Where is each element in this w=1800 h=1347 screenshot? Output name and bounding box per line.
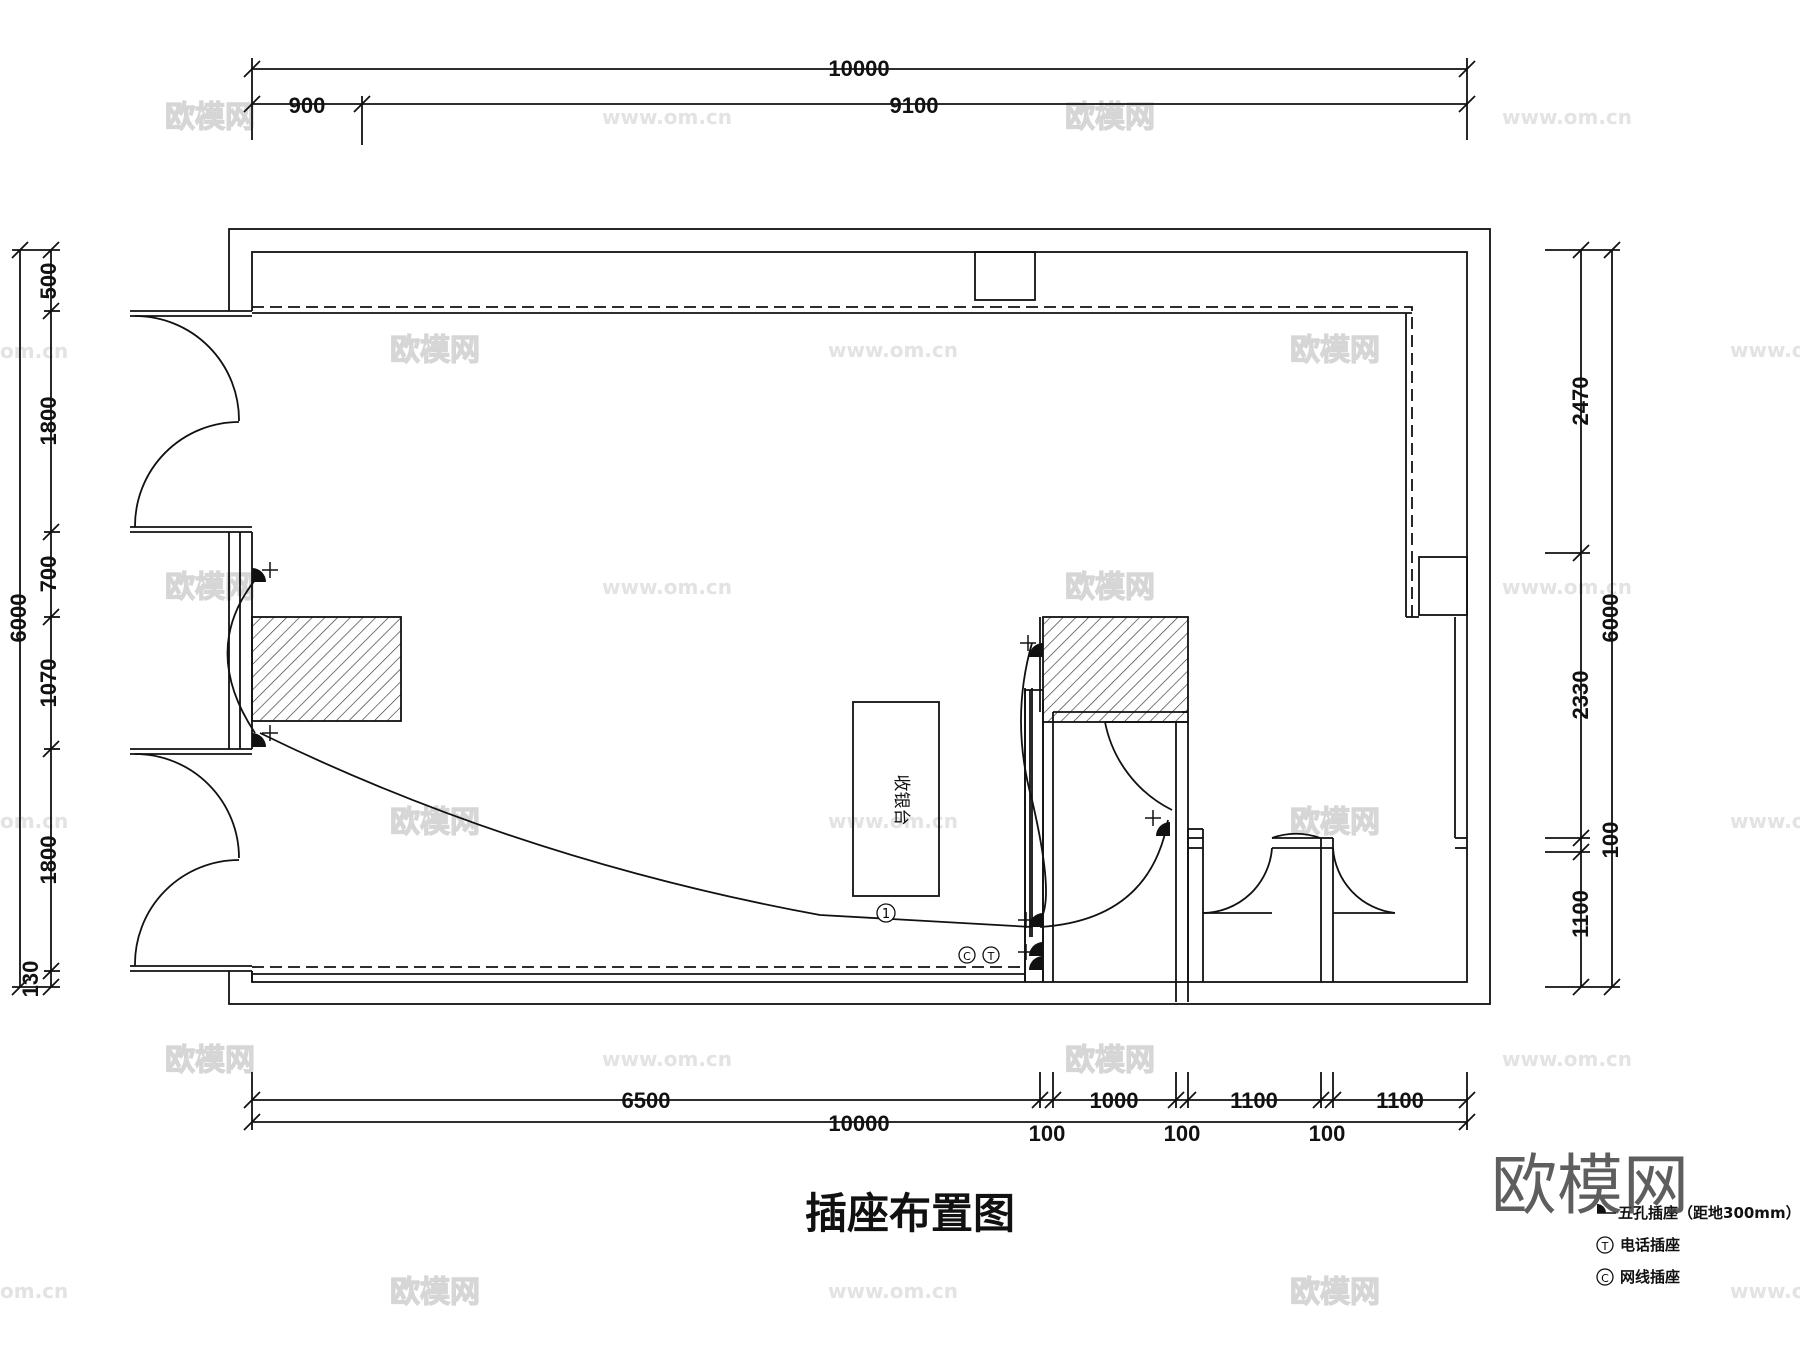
legend-label: 电话插座	[1620, 1236, 1680, 1254]
legend: 五孔插座（距地300mm） T 电话插座 C 网线插座	[1596, 1204, 1800, 1286]
socket-arc-right	[1039, 819, 1169, 928]
watermark-url: www.om.cn	[1502, 105, 1632, 129]
watermark-url: www.om.cn	[602, 1047, 732, 1071]
dim-bottom-small: 100	[1164, 1121, 1201, 1146]
socket-circuit-1	[259, 732, 1033, 928]
dim-bottom-total: 10000	[828, 1111, 889, 1136]
dimension-labels: 10000 900 9100 6000 500 1800 700 1070 18…	[6, 56, 1623, 1146]
watermark-url: www.om.cn	[1730, 1279, 1800, 1303]
legend-label: 五孔插座（距地300mm）	[1618, 1204, 1800, 1222]
outer-wall	[228, 228, 1491, 1005]
restroom-door-b	[1332, 847, 1396, 914]
legend-network-mark: C	[1601, 1272, 1609, 1285]
dim-top-left: 900	[289, 93, 326, 118]
top-dimension-chain	[243, 58, 1476, 145]
network-socket-icon	[958, 946, 976, 964]
dim-right-seg: 1100	[1568, 890, 1593, 938]
right-dimension-chain	[1545, 241, 1621, 996]
watermark-url: www.om.cn	[1502, 575, 1632, 599]
dim-top-total: 10000	[828, 56, 889, 81]
phone-socket-mark: T	[987, 950, 995, 963]
watermark-url-fragment: om.cn	[0, 339, 68, 363]
watermark-text: 欧模网	[1065, 1043, 1155, 1078]
dim-left-total: 6000	[6, 594, 31, 643]
watermark-text: 欧模网	[390, 1275, 480, 1310]
watermark-text: 欧模网	[1290, 1275, 1380, 1310]
dim-right-seg: 2470	[1568, 377, 1593, 426]
dim-bottom-small: 100	[1309, 1121, 1346, 1146]
legend-phone-mark: T	[1601, 1240, 1609, 1253]
left-dimension-chain	[11, 241, 60, 996]
cashier-counter	[852, 701, 940, 897]
watermark-url-fragment: om.cn	[0, 1279, 68, 1303]
socket-markers: 1 C T	[876, 903, 1000, 964]
watermark-url: www.om.cn	[1502, 1047, 1632, 1071]
dim-bottom-seg: 1000	[1090, 1088, 1139, 1113]
plan-linework	[11, 58, 1621, 1131]
watermark-text: 欧模网	[165, 100, 255, 135]
dim-bottom-seg: 1100	[1230, 1088, 1278, 1113]
watermark-text: 欧模网	[1065, 100, 1155, 135]
watermark-url: www.om.cn	[602, 105, 732, 129]
cashier-label: 收银台	[891, 775, 911, 826]
watermark-layer: 欧模网 www.om.cn 欧模网 www.om.cn om.cn 欧模网 ww…	[0, 99, 1800, 1310]
entrance-door-top	[134, 315, 240, 528]
five-hole-socket-legend-icon	[1597, 1204, 1606, 1213]
restroom-door-a	[1202, 847, 1273, 914]
dim-left-seg: 700	[36, 556, 61, 593]
watermark-url: www.om.cn	[828, 1279, 958, 1303]
dim-bottom-small: 100	[1029, 1121, 1066, 1146]
dim-right-seg: 100	[1598, 822, 1623, 859]
entrance-door-bottom	[134, 753, 240, 967]
dim-left-seg: 500	[36, 263, 61, 300]
socket-arc-left	[226, 579, 256, 734]
circuit-number-label: 1	[882, 907, 890, 922]
network-socket-legend-icon	[1596, 1268, 1614, 1286]
watermark-url-fragment: om.cn	[0, 809, 68, 833]
top-column	[974, 251, 1036, 301]
dim-right-total: 6000	[1598, 594, 1623, 643]
watermark-text: 欧模网	[165, 1043, 255, 1078]
watermark-text: 欧模网	[1065, 570, 1155, 605]
watermark-text: 欧模网	[1290, 333, 1380, 368]
watermark-text: 欧模网	[390, 805, 480, 840]
watermark-url: www.om.cn	[1730, 809, 1800, 833]
dim-left-seg: 1800	[36, 397, 61, 446]
display-shelf-left	[251, 616, 402, 722]
network-socket-mark: C	[963, 950, 971, 963]
dim-left-seg: 1070	[36, 659, 61, 708]
watermark-logo: 欧模网	[1491, 1147, 1689, 1224]
watermark-url: www.om.cn	[828, 338, 958, 362]
dim-left-seg: 130	[18, 961, 43, 998]
watermark-url: www.om.cn	[1730, 338, 1800, 362]
watermark-url: www.om.cn	[828, 809, 958, 833]
dim-bottom-seg: 1100	[1376, 1088, 1424, 1113]
phone-socket-icon	[982, 946, 1000, 964]
right-column	[1418, 556, 1468, 616]
dim-bottom-seg: 6500	[622, 1088, 671, 1113]
phone-socket-legend-icon	[1596, 1236, 1614, 1254]
legend-label: 网线插座	[1620, 1268, 1680, 1286]
bottom-dimension-chain	[243, 1072, 1476, 1131]
socket-arc-mid	[1020, 642, 1047, 926]
dim-left-seg: 1800	[36, 836, 61, 885]
drawing-title: 插座布置图	[805, 1189, 1015, 1238]
watermark-text: 欧模网	[390, 333, 480, 368]
dim-right-seg: 2330	[1568, 671, 1593, 720]
watermark-url: www.om.cn	[602, 575, 732, 599]
five-hole-socket-icon	[252, 562, 1170, 970]
dim-top-right: 9100	[890, 93, 939, 118]
display-shelf-right	[1042, 616, 1189, 723]
storage-door	[1104, 721, 1173, 811]
wall-cabinet-dashed	[252, 306, 1413, 617]
